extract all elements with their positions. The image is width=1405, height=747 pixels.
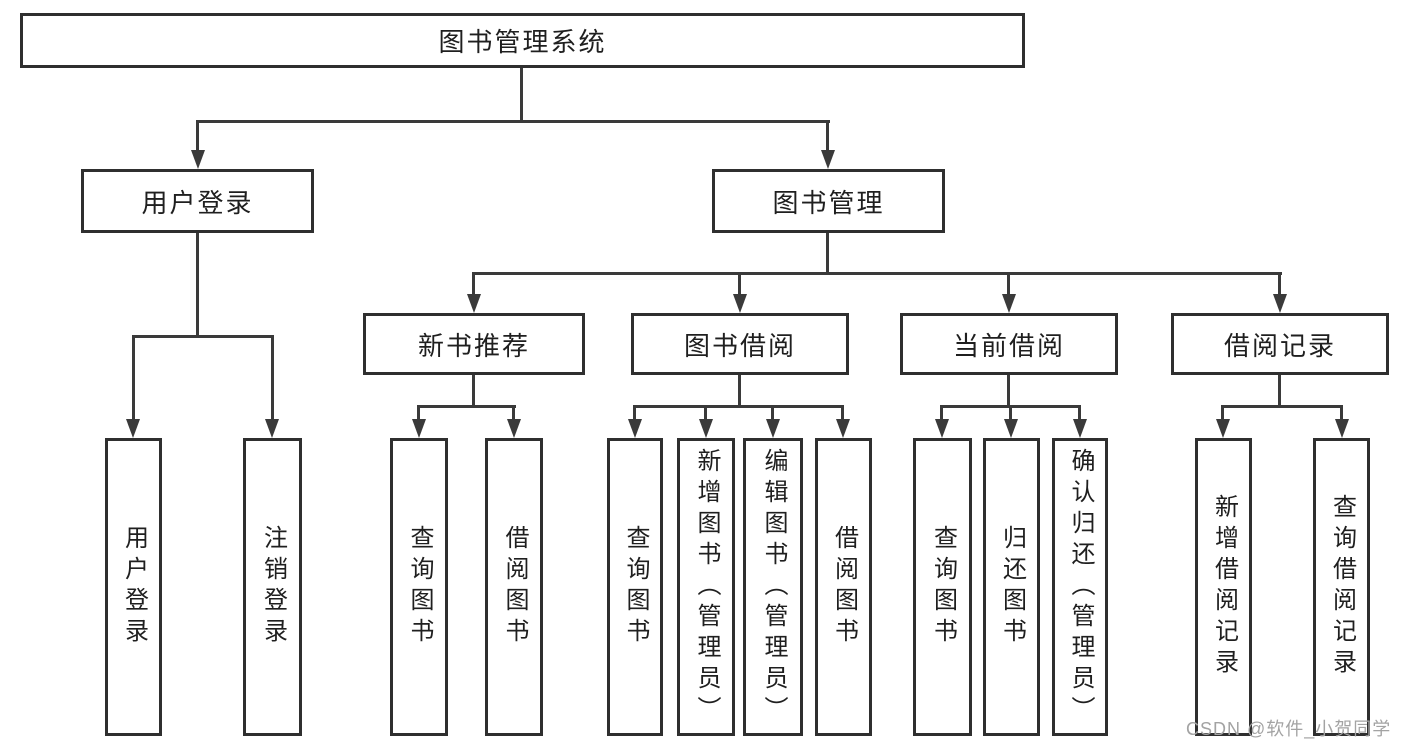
connector-line [1221, 405, 1224, 421]
connector-arrowhead [191, 150, 205, 169]
connector-line [826, 120, 829, 151]
connector-arrowhead [1073, 419, 1087, 438]
node-borrowing-records-label: 借阅记录 [1223, 330, 1336, 361]
connector-arrowhead [733, 294, 747, 313]
node-library-system-label: 图书管理系统 [438, 27, 607, 57]
connector-line [132, 335, 135, 420]
node-borrow-add-books-admin: 新增图书（管理员） [677, 438, 735, 736]
connector-line [940, 405, 943, 421]
node-records-add-record-label: 新增借阅记录 [1210, 494, 1238, 680]
node-recommend-query-books-label: 查询图书 [406, 525, 433, 649]
node-book-management: 图书管理 [712, 169, 945, 233]
connector-line [738, 375, 741, 407]
node-records-query-record-label: 查询借阅记录 [1328, 494, 1356, 680]
connector-line [1078, 405, 1081, 421]
connector-line [472, 375, 475, 407]
node-current-confirm-return-admin: 确认归还（管理员） [1052, 438, 1108, 736]
node-logout-action: 注销登录 [243, 438, 302, 736]
node-borrow-edit-books-admin: 编辑图书（管理员） [743, 438, 803, 736]
node-logout-action-label: 注销登录 [259, 525, 287, 649]
node-current-return-books-label: 归还图书 [998, 525, 1026, 649]
connector-line [417, 405, 516, 408]
node-records-query-record: 查询借阅记录 [1313, 438, 1370, 736]
node-library-system: 图书管理系统 [20, 13, 1025, 68]
connector-arrowhead [412, 419, 426, 438]
node-current-borrowing-label: 当前借阅 [952, 330, 1065, 361]
node-book-management-label: 图书管理 [772, 187, 885, 218]
node-borrow-borrow-books-label: 借阅图书 [830, 525, 858, 649]
node-book-borrowing: 图书借阅 [631, 313, 849, 375]
node-user-login: 用户登录 [81, 169, 314, 233]
node-new-book-recommendation: 新书推荐 [363, 313, 585, 375]
node-user-login-action-label: 用户登录 [120, 525, 148, 649]
node-recommend-borrow-books: 借阅图书 [485, 438, 543, 736]
node-user-login-action: 用户登录 [105, 438, 162, 736]
connector-arrowhead [628, 419, 642, 438]
node-current-query-books-label: 查询图书 [929, 525, 957, 649]
node-borrow-edit-books-admin-label: 编辑图书（管理员） [760, 447, 787, 727]
connector-line [1278, 375, 1281, 407]
connector-line [704, 405, 707, 421]
connector-line [472, 272, 475, 296]
node-borrow-borrow-books: 借阅图书 [815, 438, 872, 736]
node-current-confirm-return-admin-label: 确认归还（管理员） [1067, 447, 1094, 727]
connector-arrowhead [265, 419, 279, 438]
node-current-query-books: 查询图书 [913, 438, 972, 736]
node-new-book-recommendation-label: 新书推荐 [417, 330, 530, 361]
node-current-borrowing: 当前借阅 [900, 313, 1118, 375]
connector-line [841, 405, 844, 421]
connector-line [512, 405, 515, 421]
connector-arrowhead [126, 419, 140, 438]
connector-arrowhead [935, 419, 949, 438]
connector-line [196, 120, 199, 151]
connector-line [417, 405, 420, 421]
connector-line [738, 272, 741, 296]
connector-arrowhead [1004, 419, 1018, 438]
connector-line [472, 272, 1282, 275]
connector-arrowhead [836, 419, 850, 438]
connector-line [1221, 405, 1343, 408]
node-borrow-query-books: 查询图书 [607, 438, 663, 736]
connector-line [520, 68, 523, 122]
connector-line [633, 405, 636, 421]
node-borrow-query-books-label: 查询图书 [622, 525, 649, 649]
connector-arrowhead [1335, 419, 1349, 438]
connector-line [633, 405, 844, 408]
connector-line [1340, 405, 1343, 421]
connector-line [826, 233, 829, 274]
node-current-return-books: 归还图书 [983, 438, 1040, 736]
connector-arrowhead [507, 419, 521, 438]
connector-line [1278, 272, 1281, 296]
connector-arrowhead [1002, 294, 1016, 313]
connector-line [196, 120, 830, 123]
connector-arrowhead [1273, 294, 1287, 313]
connector-line [271, 335, 274, 420]
watermark-text: CSDN @软件_小贺同学 [1186, 719, 1392, 739]
connector-arrowhead [766, 419, 780, 438]
node-user-login-label: 用户登录 [141, 187, 254, 218]
connector-arrowhead [1216, 419, 1230, 438]
connector-line [1007, 272, 1010, 296]
node-borrow-add-books-admin-label: 新增图书（管理员） [693, 447, 720, 727]
connector-line [1009, 405, 1012, 421]
node-recommend-query-books: 查询图书 [390, 438, 448, 736]
connector-line [196, 233, 199, 337]
connector-line [132, 335, 274, 338]
node-book-borrowing-label: 图书借阅 [683, 330, 796, 361]
connector-line [771, 405, 774, 421]
node-borrowing-records: 借阅记录 [1171, 313, 1389, 375]
connector-line [1007, 375, 1010, 407]
connector-arrowhead [821, 150, 835, 169]
node-recommend-borrow-books-label: 借阅图书 [501, 525, 528, 649]
connector-arrowhead [699, 419, 713, 438]
node-records-add-record: 新增借阅记录 [1195, 438, 1252, 736]
connector-arrowhead [467, 294, 481, 313]
